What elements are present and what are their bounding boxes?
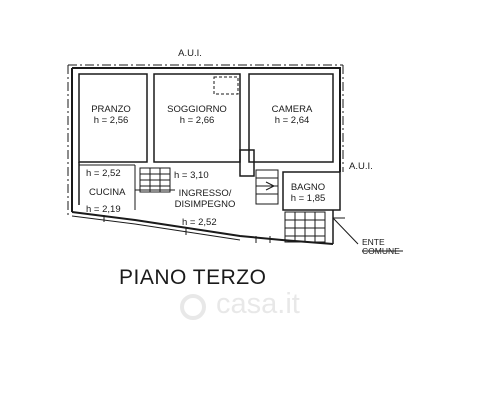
height-219: h = 2,19 [86, 204, 121, 215]
stairs-center [255, 169, 279, 205]
room-bagno [282, 171, 341, 211]
ingresso-height: h = 3,10 [174, 170, 209, 181]
cucina-name: CUCINA [89, 187, 126, 198]
soggiorno-height: h = 2,66 [179, 115, 215, 126]
bottom-wall [71, 211, 334, 245]
ingresso-name-1: INGRESSO/ [178, 188, 232, 199]
height-252: h = 2,52 [182, 217, 217, 228]
bagno-height: h = 1,85 [290, 193, 326, 204]
aui-top-label: A.U.I. [178, 48, 202, 59]
camera-height: h = 2,64 [274, 115, 310, 126]
chimney [239, 149, 255, 177]
bagno-name: BAGNO [290, 182, 326, 193]
stairs-right [284, 211, 326, 243]
cucina-height: h = 2,52 [86, 168, 121, 179]
aui-right-label: A.U.I. [349, 161, 373, 172]
closet [213, 76, 239, 95]
outer-wall [72, 67, 341, 172]
watermark-logo-icon [180, 294, 206, 320]
stairs-left [139, 167, 171, 193]
camera-name: CAMERA [271, 104, 313, 115]
watermark: casa.it [176, 288, 326, 324]
ente-label-2: COMUNE [362, 246, 400, 256]
ente-label-1: ENTE [362, 237, 385, 247]
pranzo-height: h = 2,56 [93, 115, 129, 126]
room-camera [248, 73, 334, 163]
floor-title: PIANO TERZO [119, 266, 267, 289]
ingresso-name-2: DISIMPEGNO [174, 199, 236, 210]
property-boundary [67, 64, 344, 218]
pranzo-name: PRANZO [91, 104, 131, 115]
watermark-text: casa.it [216, 288, 300, 320]
room-soggiorno [153, 73, 241, 163]
soggiorno-name: SOGGIORNO [167, 104, 227, 115]
room-pranzo [78, 73, 148, 163]
